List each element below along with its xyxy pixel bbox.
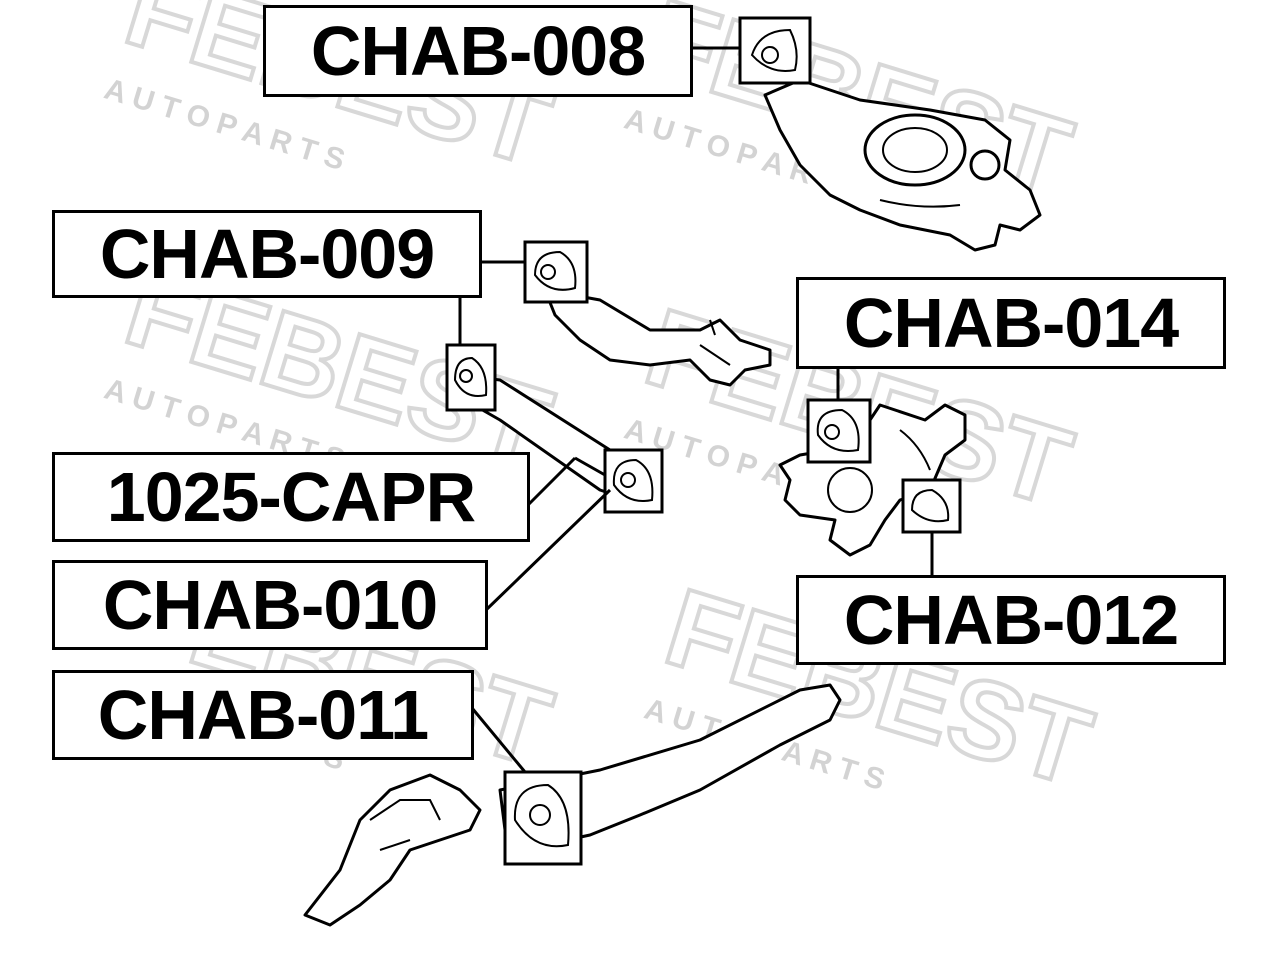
bushing-chab-009-lower bbox=[445, 343, 497, 412]
label-chab-014: CHAB-014 bbox=[796, 277, 1226, 369]
upper-control-arm-drawing bbox=[763, 78, 1042, 252]
trailing-link-drawing bbox=[543, 288, 772, 387]
bushing-chab-012 bbox=[901, 478, 962, 534]
bushing-chab-014 bbox=[806, 398, 872, 464]
leader-lines bbox=[458, 46, 934, 773]
label-1025-capr: 1025-CAPR bbox=[52, 452, 530, 542]
bushing-chab-011 bbox=[503, 770, 583, 866]
label-chab-012: CHAB-012 bbox=[796, 575, 1226, 665]
label-chab-008: CHAB-008 bbox=[263, 5, 693, 97]
bushing-chab-009-upper bbox=[523, 240, 589, 304]
bushing-1025-capr bbox=[603, 448, 664, 514]
label-chab-009: CHAB-009 bbox=[52, 210, 482, 298]
bushing-chab-008 bbox=[738, 16, 812, 85]
label-chab-010: CHAB-010 bbox=[52, 560, 488, 650]
lower-arm-drawing bbox=[303, 683, 842, 927]
label-chab-011: CHAB-011 bbox=[52, 670, 474, 760]
